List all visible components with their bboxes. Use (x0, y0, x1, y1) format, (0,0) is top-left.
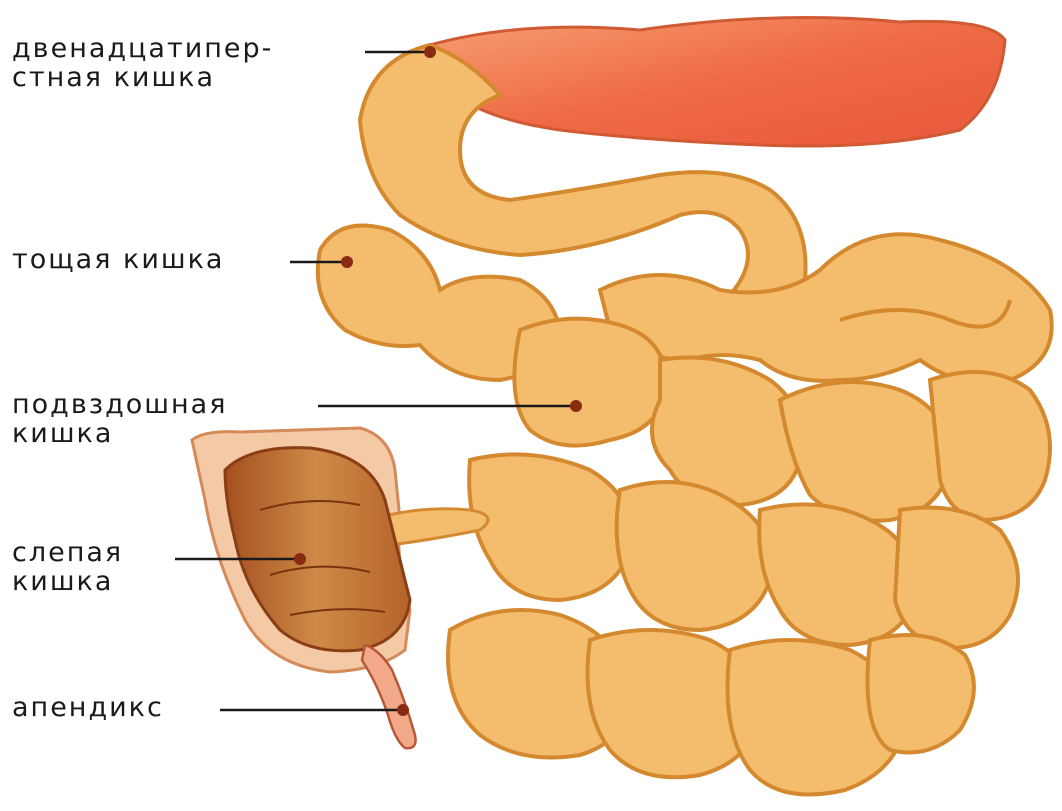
duodenum-label-line1: двенадцатипер- (12, 34, 273, 63)
cecum-label-line1: слепая (12, 538, 123, 567)
ileum-loop-3 (780, 382, 950, 521)
ileum-dot (570, 400, 582, 412)
jejunum-label: тощая кишка (12, 245, 224, 274)
jejunum-label-line1: тощая кишка (12, 245, 224, 274)
cecum-label: слепая кишка (12, 538, 123, 596)
appendix-label-line1: апендикс (12, 693, 164, 722)
duodenum-label: двенадцатипер- стная кишка (12, 34, 273, 92)
ileum-label-line1: подвздошная (12, 390, 227, 419)
appendix-dot (397, 704, 409, 716)
ileum-loop-4 (930, 372, 1050, 520)
appendix-label: апендикс (12, 693, 164, 722)
duodenum-label-line2: стная кишка (12, 63, 273, 92)
ileum-loop-12 (868, 635, 974, 753)
cecum-dot (294, 553, 306, 565)
cecum-label-line2: кишка (12, 567, 123, 596)
ileum-loop-7 (759, 504, 915, 645)
duodenum-dot (424, 46, 436, 58)
jejunum-dot (341, 256, 353, 268)
ileum-label: подвздошная кишка (12, 390, 227, 448)
ileum-loop-1 (514, 319, 665, 446)
ileum-loop-8 (895, 508, 1018, 649)
ileum-label-line2: кишка (12, 419, 227, 448)
stomach-region (430, 18, 1005, 147)
ileum-loop-5 (469, 454, 632, 600)
